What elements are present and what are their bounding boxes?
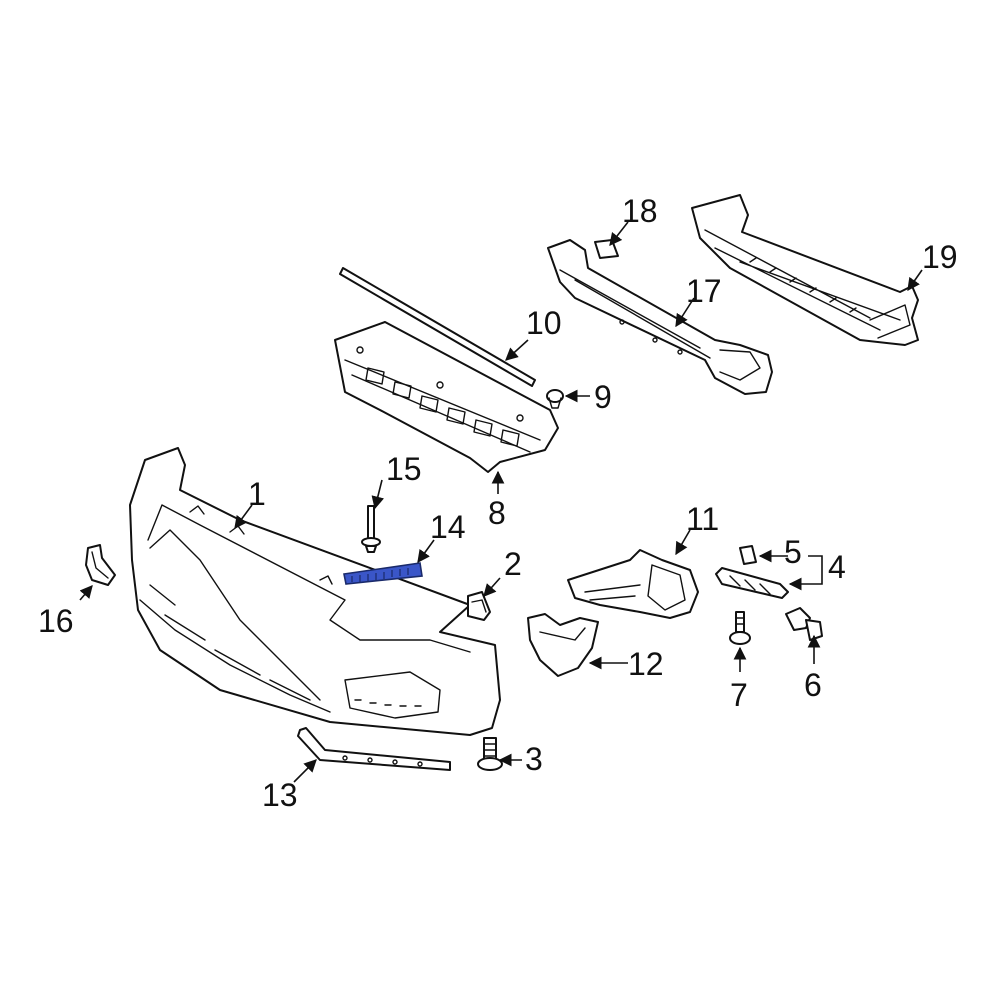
- callout-18: 18: [622, 193, 658, 229]
- callout-2: 2: [504, 546, 522, 582]
- part-18-clip[interactable]: [594, 239, 619, 259]
- part-13-molding[interactable]: [297, 727, 451, 771]
- part-11-fog-bracket[interactable]: [567, 549, 699, 619]
- part-2-retainer[interactable]: [467, 591, 491, 621]
- part-12-bracket[interactable]: [527, 613, 599, 677]
- callout-1: 1: [248, 476, 266, 512]
- part-1-bumper-cover[interactable]: [129, 447, 501, 736]
- part-10-seal[interactable]: [339, 267, 536, 387]
- callout-17: 17: [686, 273, 722, 309]
- callout-6: 6: [804, 667, 822, 703]
- callout-16: 16: [38, 603, 74, 639]
- part-7-screw[interactable]: [729, 611, 751, 645]
- callout-10: 10: [526, 305, 562, 341]
- part-17-absorber[interactable]: [547, 239, 773, 395]
- callout-12: 12: [628, 646, 664, 682]
- part-14-bracket[interactable]: [343, 562, 423, 585]
- callout-15: 15: [386, 451, 422, 487]
- part-16-bracket[interactable]: [85, 544, 116, 586]
- part-6-bolt[interactable]: [785, 607, 823, 641]
- callout-9: 9: [594, 379, 612, 415]
- callout-13: 13: [262, 777, 298, 813]
- callout-4: 4: [828, 549, 846, 585]
- callout-11: 11: [686, 501, 719, 537]
- part-19-reinforcement[interactable]: [691, 194, 919, 346]
- leader-lines: [79, 221, 923, 783]
- callout-8: 8: [488, 495, 506, 531]
- callout-7: 7: [730, 677, 748, 713]
- callout-3: 3: [525, 741, 543, 777]
- callout-14: 14: [430, 509, 466, 545]
- callout-19: 19: [922, 239, 958, 275]
- part-5-clip[interactable]: [739, 545, 757, 565]
- part-3-screw[interactable]: [477, 737, 503, 771]
- callout-5: 5: [784, 534, 802, 570]
- part-9-push-clip[interactable]: [546, 389, 564, 409]
- part-4-trim[interactable]: [715, 567, 789, 599]
- part-8-cover[interactable]: [334, 321, 559, 473]
- callout-numbers: 1 2 3 4 5 6 7 8 9 10 11 12 13 14 15 16 1…: [38, 193, 958, 813]
- part-15-bolt[interactable]: [361, 505, 381, 553]
